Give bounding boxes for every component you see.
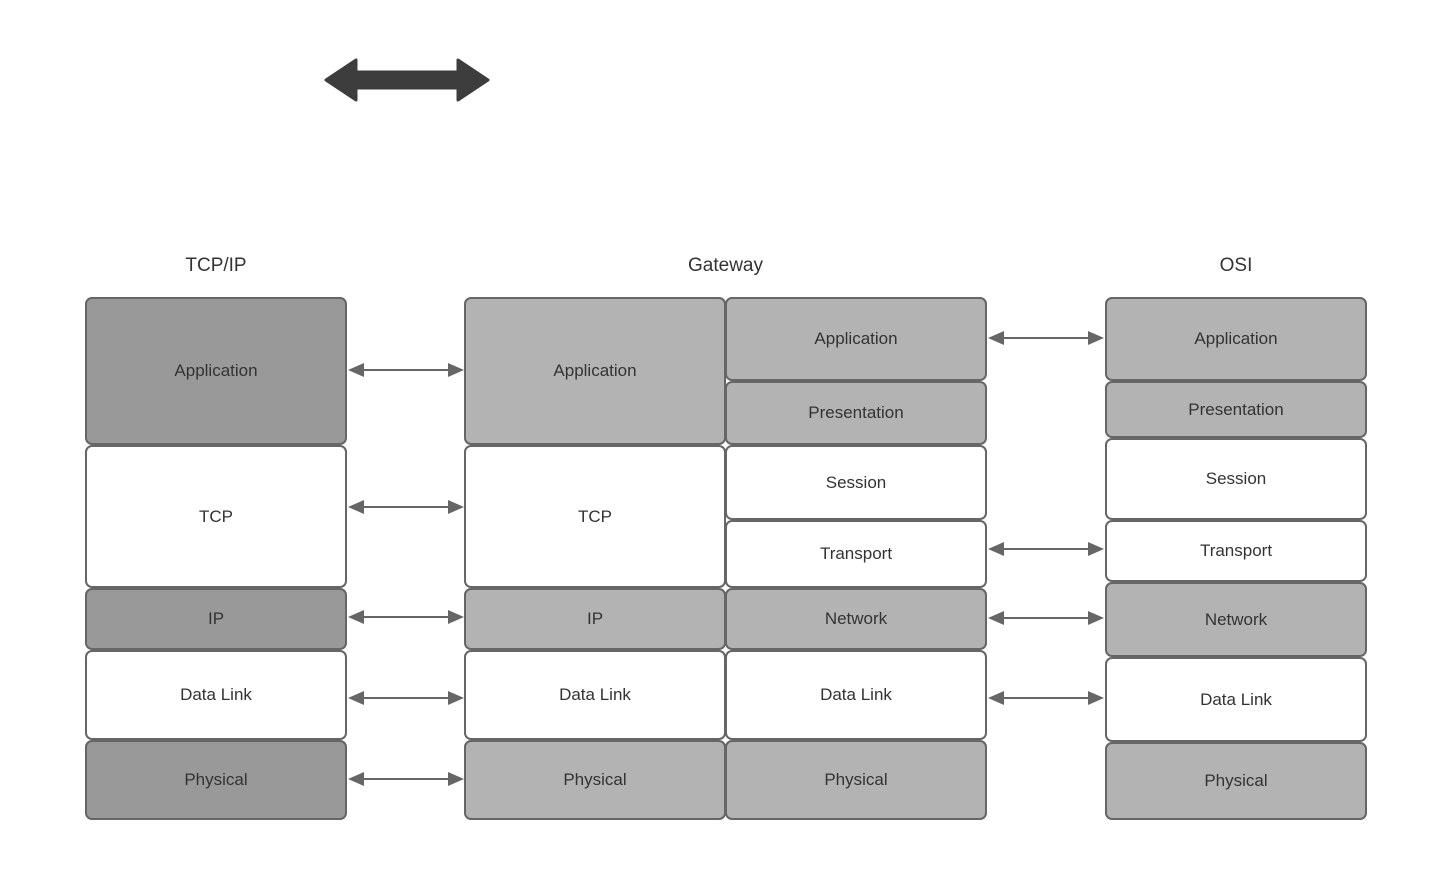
layer-box-tcpip-physical[interactable]: Physical [85,740,347,820]
layer-label: Data Link [1200,689,1272,709]
layer-box-gateway-right-physical[interactable]: Physical [725,740,987,820]
column-header-gateway: Gateway [688,255,763,276]
layer-label: Presentation [1188,399,1284,419]
layer-label: IP [586,609,604,628]
layer-box-osi-application[interactable]: Application [1105,297,1367,381]
layer-label: Application [553,361,637,380]
connector-arrow-left-physical [346,768,466,790]
layer-box-gateway-right-presentation[interactable]: Presentation [725,381,987,445]
layer-box-gateway-right-data-link[interactable]: Data Link [725,650,987,740]
layer-box-gateway-left-physical[interactable]: Physical [464,740,726,820]
double-headed-arrow-icon [322,52,492,108]
layer-box-osi-transport[interactable]: Transport [1105,520,1367,582]
layer-label: Physical [563,770,627,789]
layer-label: Data Link [559,685,631,704]
layer-label: Network [1204,609,1268,629]
connector-arrow-left-tcp [346,496,466,518]
layer-label: Transport [1199,541,1273,560]
layer-box-osi-presentation[interactable]: Presentation [1105,381,1367,438]
layer-box-gateway-right-session[interactable]: Session [725,445,987,520]
layer-label: Network [824,609,888,628]
layer-box-gateway-right-network[interactable]: Network [725,588,987,650]
layer-label: Presentation [808,403,904,422]
layer-box-gateway-left-application[interactable]: Application [464,297,726,445]
layer-box-osi-data-link[interactable]: Data Link [1105,657,1367,742]
layer-label: Data Link [820,685,892,704]
connector-arrow-right-transport [986,538,1106,560]
layer-label: Application [174,361,258,380]
connector-arrow-left-application [346,359,466,381]
layer-label: TCP [199,506,233,526]
layer-box-tcpip-data-link[interactable]: Data Link [85,650,347,740]
connector-arrow-left-ip [346,606,466,628]
layer-label: Physical [824,770,888,789]
layer-box-gateway-left-ip[interactable]: IP [464,588,726,650]
connector-arrow-right-network [986,607,1106,629]
layer-label: Transport [819,544,893,563]
layer-label: Session [1205,469,1267,488]
layer-box-osi-network[interactable]: Network [1105,582,1367,657]
layer-box-tcpip-application[interactable]: Application [85,297,347,445]
connector-arrow-right-application [986,327,1106,349]
layer-box-osi-session[interactable]: Session [1105,438,1367,520]
layer-label: Session [825,472,887,492]
layer-label: TCP [578,506,612,526]
connector-arrow-left-data-link [346,687,466,709]
layer-label: Data Link [180,685,252,704]
layer-label: Physical [184,770,248,789]
connector-arrow-right-data-link [986,687,1106,709]
layer-label: Physical [1204,771,1268,790]
column-header-osi: OSI [1219,255,1253,276]
layer-box-gateway-right-transport[interactable]: Transport [725,520,987,588]
layer-box-gateway-left-data-link[interactable]: Data Link [464,650,726,740]
column-header-tcpip: TCP/IP [185,255,247,276]
layer-label: IP [207,609,225,628]
layer-label: Application [814,329,898,348]
layer-box-osi-physical[interactable]: Physical [1105,742,1367,820]
layer-box-gateway-right-application[interactable]: Application [725,297,987,381]
layer-box-gateway-left-tcp[interactable]: TCP [464,445,726,588]
layer-box-tcpip-ip[interactable]: IP [85,588,347,650]
layer-label: Application [1194,329,1278,348]
layer-box-tcpip-tcp[interactable]: TCP [85,445,347,588]
